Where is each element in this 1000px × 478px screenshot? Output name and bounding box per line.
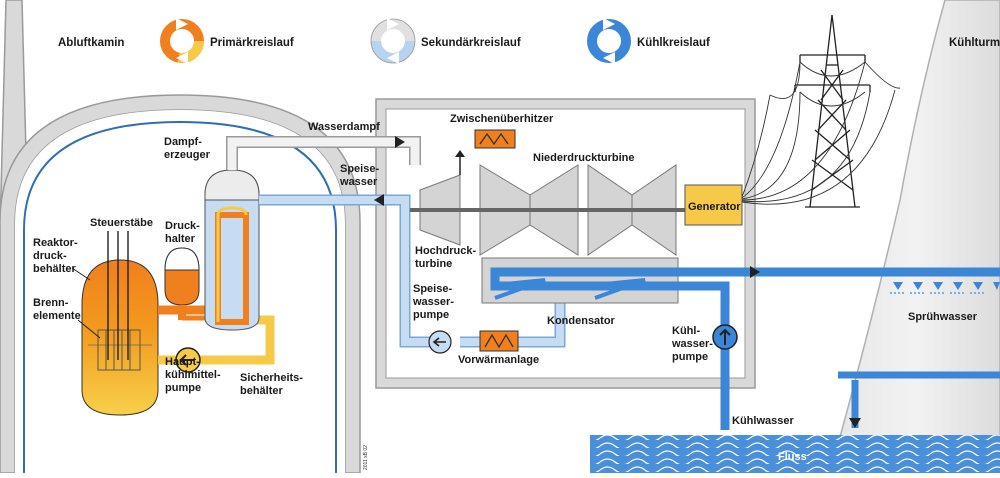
rpv-label: Reaktor- druck- behälter [33,237,81,275]
river-label: Fluss [778,451,807,463]
feedwater-label: Speise- wasser [339,163,382,188]
steam-generator [204,169,260,331]
reactor-pressure-vessel [81,259,159,416]
steam-generator-label: Dampf- erzeuger [164,136,211,161]
condenser-label: Kondensator [547,315,616,327]
control-rods [107,231,129,360]
reheater-label: Zwischenüberhitzer [450,113,554,125]
fuel-label: Brenn- elemente [33,297,81,322]
primary-loop-icon [160,18,204,64]
cooling-tower [829,0,1000,474]
river [590,435,1000,473]
rpv-leader [71,267,91,281]
steam-line [226,136,421,170]
primary-loop-label: Primärkreislauf [210,37,294,49]
lp-turbine-label: Niederdruckturbine [533,152,634,164]
control-rods-label: Steuerstäbe [90,217,153,229]
generator-label: Generator [688,201,741,213]
generator [684,184,743,226]
power-pylon [794,14,871,208]
secondary-loop-icon [370,18,416,64]
cw-pump-label: Kühl- wasser- pumpe [671,325,716,363]
reheater [455,129,516,175]
fuel-elements [97,329,141,371]
cooling-water-label: Kühlwasser [732,415,794,427]
power-lines [741,61,901,205]
preheater-label: Vorwärmanlage [458,354,539,366]
feedwater-pump [428,330,452,354]
cooling-water-pump [712,324,738,350]
pressurizer-label: Druck- halter [165,220,203,245]
spray-label: Sprühwasser [908,311,978,323]
preheater [479,330,519,352]
live-steam-label: Wasserdampf [308,121,380,133]
condenser [481,257,679,304]
lp-turbines [410,164,685,256]
cooling-tower-label: Kühlturm [949,37,1000,49]
cooling-loop-icon [587,18,631,64]
hp-turbine-label: Hochdruck- turbine [415,245,479,270]
main-coolant-pump [175,347,201,373]
feed-pump-label: Speise- wasser- pumpe [412,283,457,321]
credit-label: 2011 sB 02 [363,445,369,470]
exhaust-stack-label: Abluftkamin [58,37,124,49]
main-coolant-pump-label: Haupt- kühlmittel- pumpe [165,356,224,394]
secondary-loop-label: Sekundärkreislauf [421,37,521,49]
containment-label: Sicherheits- behälter [240,372,306,397]
cooling-loop-label: Kühlkreislauf [637,37,710,49]
spray-nozzles [890,282,1000,294]
fuel-leader [77,319,101,339]
